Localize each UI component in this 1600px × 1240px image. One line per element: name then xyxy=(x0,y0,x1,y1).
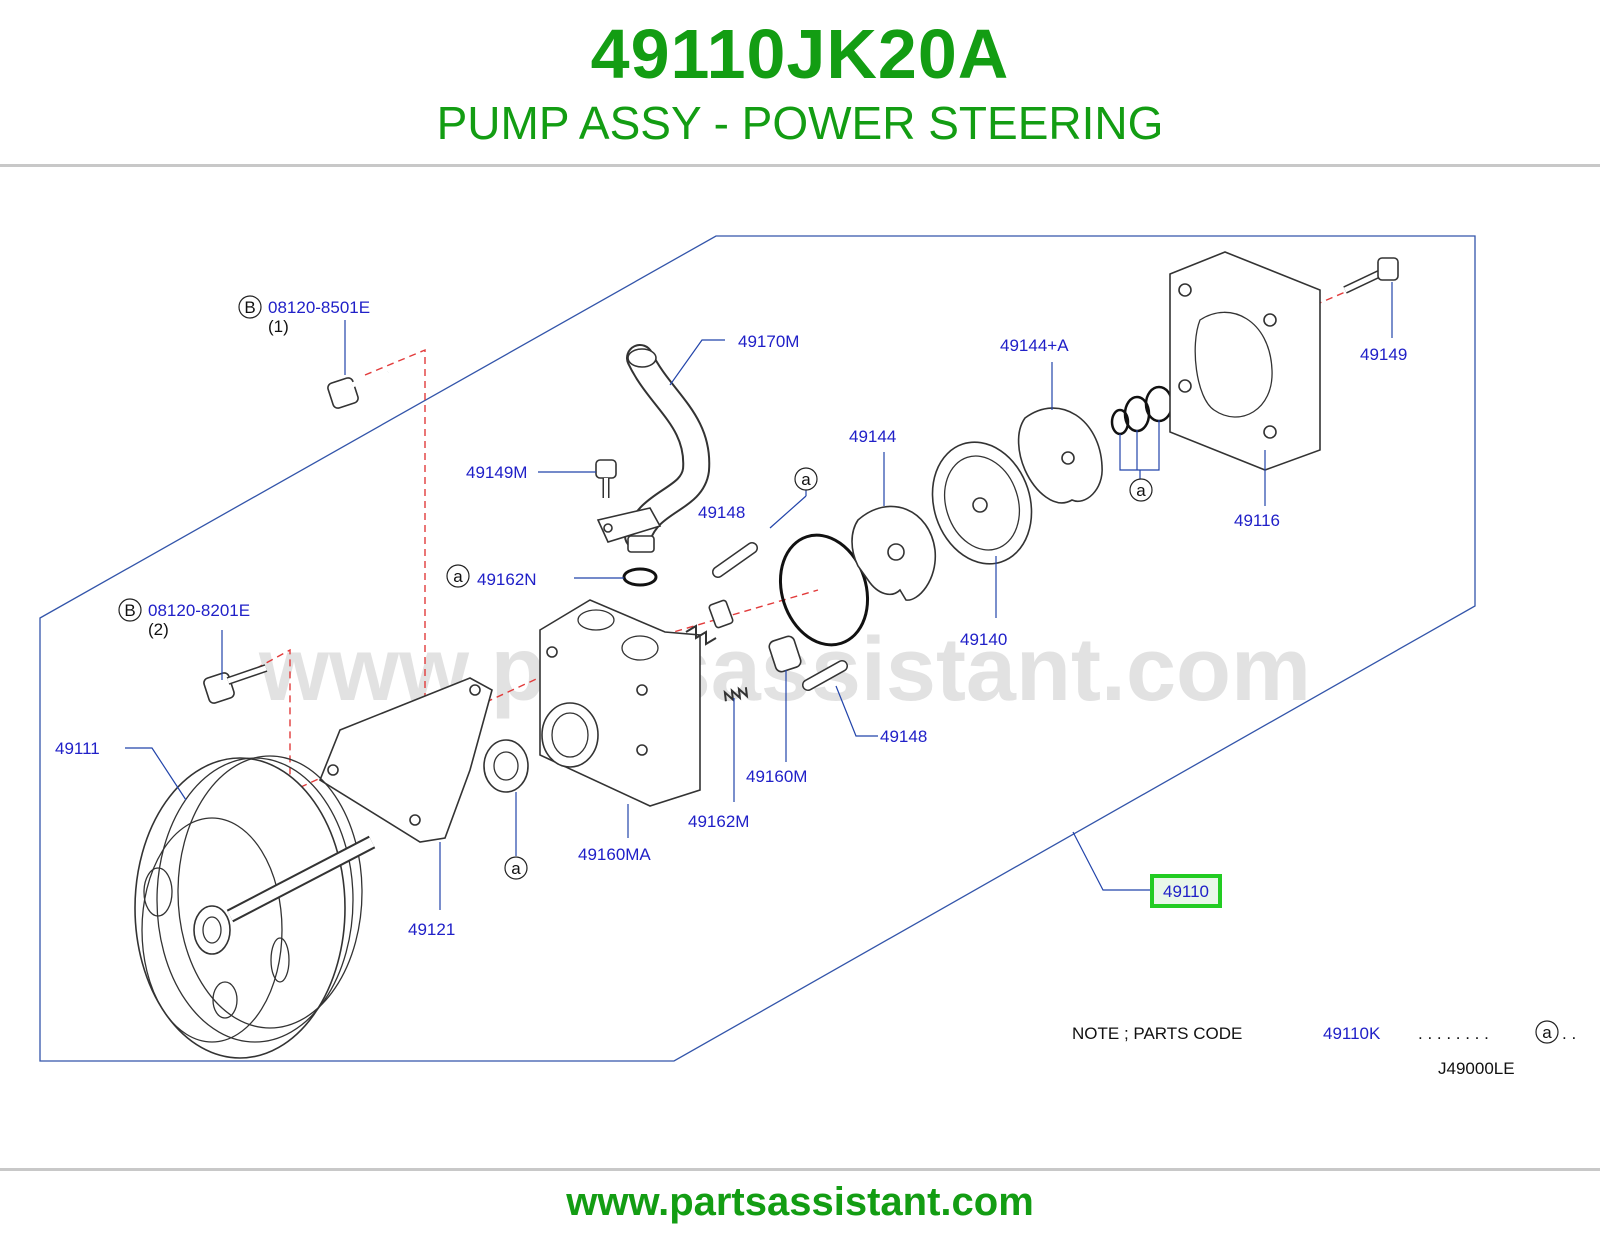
marker-a-rings: a xyxy=(1129,478,1153,502)
side-plate-49144-part[interactable] xyxy=(851,505,936,601)
label-49144a[interactable]: 49144+A xyxy=(1000,336,1069,355)
header-divider xyxy=(0,164,1600,167)
oil-seal-part[interactable] xyxy=(483,739,529,793)
label-bolt-b1-code[interactable]: 08120-8501E xyxy=(268,298,370,317)
label-49170m[interactable]: 49170M xyxy=(738,332,799,351)
cam-ring-49140-part[interactable] xyxy=(917,429,1047,577)
note-trail: . . xyxy=(1562,1024,1576,1043)
label-49110[interactable]: 49110 xyxy=(1163,882,1209,901)
rear-housing-49116-part[interactable] xyxy=(1169,251,1321,471)
diagram-code: J49000LE xyxy=(1438,1059,1515,1078)
exploded-parts-diagram: www.partsassistant.com xyxy=(0,170,1600,1170)
page-header: 49110JK20A PUMP ASSY - POWER STEERING xyxy=(0,0,1600,168)
small-o-rings-part[interactable] xyxy=(1110,385,1174,436)
pulley-49111-part[interactable] xyxy=(134,755,376,1059)
label-49148-bottom[interactable]: 49148 xyxy=(880,727,927,746)
marker-a-seal: a xyxy=(504,856,528,880)
o-ring-49162n-part[interactable] xyxy=(622,567,658,587)
pin-49148-top-part[interactable] xyxy=(712,542,758,578)
label-bolt-b2-code[interactable]: 08120-8201E xyxy=(148,601,250,620)
label-49121[interactable]: 49121 xyxy=(408,920,455,939)
parts-code-note: NOTE ; PARTS CODE 49110K . . . . . . . .… xyxy=(1072,1020,1576,1044)
svg-text:B: B xyxy=(244,298,255,317)
pump-body-49160ma-part[interactable] xyxy=(539,599,701,807)
leader-49170m xyxy=(669,339,725,386)
label-49148-top[interactable]: 49148 xyxy=(698,503,745,522)
marker-b2: B xyxy=(118,598,142,622)
bolt-b1-icon[interactable] xyxy=(327,369,389,409)
marker-a-49162n: a xyxy=(446,564,470,588)
note-marker-circle xyxy=(1535,1020,1559,1044)
label-49140[interactable]: 49140 xyxy=(960,630,1007,649)
label-bolt-b2-qty: (2) xyxy=(148,620,169,639)
label-49162n[interactable]: 49162N xyxy=(477,570,537,589)
bolt-49149-dash-line xyxy=(1314,289,1351,306)
note-leader: . . . . . . . . xyxy=(1418,1024,1489,1043)
svg-text:a: a xyxy=(453,567,463,586)
label-49111[interactable]: 49111 xyxy=(55,739,100,758)
valve-49160m-part[interactable] xyxy=(768,635,803,673)
highlighted-part-49110[interactable]: 49110 xyxy=(1150,874,1222,908)
bracket-49121-part[interactable] xyxy=(319,677,493,843)
pin-49148-bottom-part[interactable] xyxy=(802,660,848,691)
leader-49111 xyxy=(125,747,187,801)
assembly-boundary xyxy=(39,235,1476,1062)
leader-49148-bottom xyxy=(835,685,878,737)
bolt-b2-icon[interactable] xyxy=(203,664,268,704)
label-49149[interactable]: 49149 xyxy=(1360,345,1407,364)
bolt-b1-dash-line xyxy=(364,348,426,698)
bolt-49149m-icon[interactable] xyxy=(595,459,617,498)
spring-49162m-part[interactable] xyxy=(722,681,750,707)
footer-divider xyxy=(0,1168,1600,1171)
leader-pin-top xyxy=(769,495,807,529)
diagram-canvas: www.partsassistant.com xyxy=(39,235,1576,1078)
svg-text:a: a xyxy=(801,470,811,489)
label-49160ma[interactable]: 49160MA xyxy=(578,845,651,864)
large-o-ring-part[interactable] xyxy=(767,524,881,656)
axis-dash-line xyxy=(559,589,819,666)
svg-text:a: a xyxy=(1136,481,1146,500)
rotor-49144a-part[interactable] xyxy=(1017,407,1103,504)
label-49160m[interactable]: 49160M xyxy=(746,767,807,786)
note-label: NOTE ; PARTS CODE xyxy=(1072,1024,1242,1043)
part-number-title: 49110JK20A xyxy=(590,15,1010,93)
marker-b1: B xyxy=(238,295,262,319)
label-49149m[interactable]: 49149M xyxy=(466,463,527,482)
label-bolt-b1-qty: (1) xyxy=(268,317,289,336)
suction-pipe-part[interactable] xyxy=(596,344,711,553)
label-49162m[interactable]: 49162M xyxy=(688,812,749,831)
footer-website-link[interactable]: www.partsassistant.com xyxy=(566,1180,1034,1224)
part-name-subtitle: PUMP ASSY - POWER STEERING xyxy=(436,97,1164,149)
bolt-49149-icon[interactable] xyxy=(1343,257,1399,294)
marker-a-o-ring: a xyxy=(794,467,818,491)
label-49144[interactable]: 49144 xyxy=(849,427,896,446)
note-code[interactable]: 49110K xyxy=(1323,1024,1381,1043)
leader-49110 xyxy=(1072,831,1156,891)
note-marker: a xyxy=(1542,1023,1552,1042)
svg-text:a: a xyxy=(511,859,521,878)
label-49116[interactable]: 49116 xyxy=(1234,511,1280,530)
svg-text:B: B xyxy=(124,601,135,620)
spring-upper-part[interactable] xyxy=(685,599,734,646)
